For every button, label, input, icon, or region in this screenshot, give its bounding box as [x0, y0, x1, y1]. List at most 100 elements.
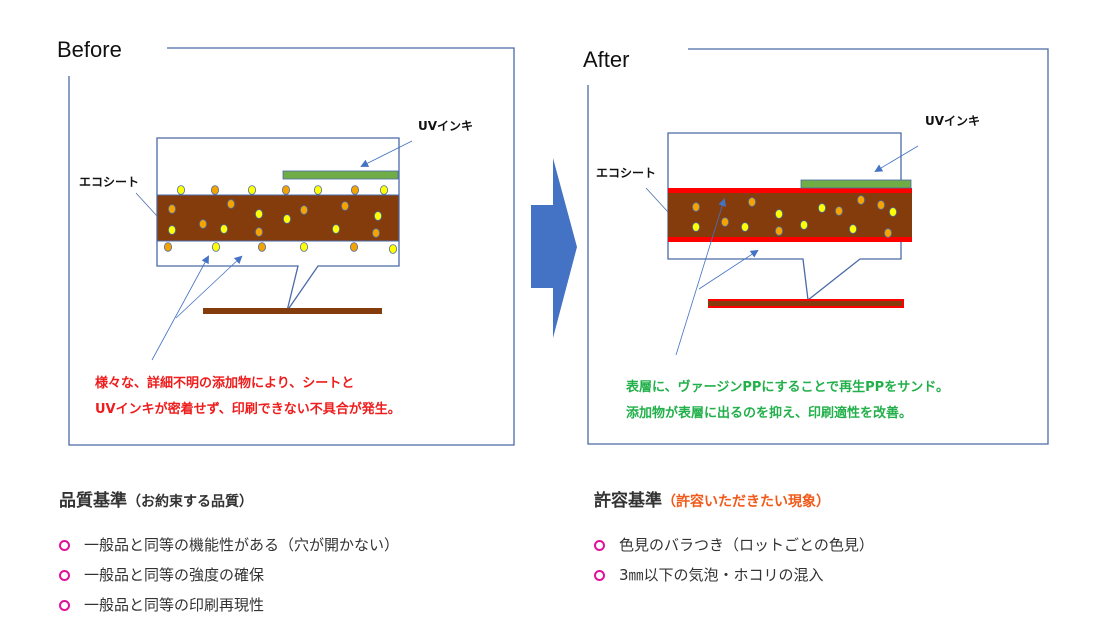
- circle-bullet-icon: [59, 539, 70, 551]
- quality-standard-heading: 品質基準（お約束する品質）: [59, 486, 253, 511]
- after-uv-leader: [874, 145, 919, 173]
- tolerance-standard-section: 許容基準（許容いただきたい現象） 色見のバラつき（ロットごとの色見） 3㎜以下の…: [594, 486, 874, 584]
- list-item-text: 色見のバラつき（ロットごとの色見）: [619, 536, 874, 554]
- after-eco-leader: [645, 187, 669, 213]
- after-virgin-layer-top: [668, 188, 912, 193]
- additive-dot: [282, 214, 291, 224]
- quality-standard-section: 品質基準（お約束する品質） 一般品と同等の機能性がある（穴が開かない） 一般品と…: [59, 486, 399, 614]
- additive-dot: [818, 203, 827, 213]
- additive-dot: [299, 242, 308, 252]
- before-uv-ink: [282, 170, 399, 180]
- before-sheet-small: [203, 308, 382, 314]
- before-eco-leader: [135, 192, 158, 217]
- list-item-text: 一般品と同等の強度の確保: [84, 566, 265, 584]
- additive-dot: [281, 185, 290, 195]
- additive-dot: [889, 207, 898, 217]
- additive-dot: [331, 224, 340, 234]
- additive-dot: [692, 202, 701, 212]
- before-uv-leader: [360, 140, 413, 167]
- additive-dot: [692, 222, 701, 232]
- after-virgin-leader-1: [675, 198, 727, 356]
- after-eco-sheet-label: エコシート: [596, 166, 657, 180]
- additive-dot: [371, 228, 380, 238]
- additive-dot: [349, 242, 358, 252]
- after-additive-dots: [692, 195, 898, 238]
- list-item: 一般品と同等の強度の確保: [59, 560, 399, 590]
- additive-dot: [800, 220, 809, 230]
- before-additive-dots: [163, 185, 397, 254]
- before-additive-leader-2: [175, 255, 243, 319]
- comparison-diagram: [68, 47, 1049, 446]
- transition-arrow: [531, 158, 577, 338]
- additive-dot: [257, 242, 266, 252]
- before-sheet: [156, 194, 400, 242]
- additive-dot: [340, 201, 349, 211]
- additive-dot: [775, 226, 784, 236]
- after-note: 表層に、ヴァージンPPにすることで再生PPをサンド。 添加物が表層に出るのを抑え…: [626, 375, 949, 427]
- list-item-text: 一般品と同等の機能性がある（穴が開かない）: [84, 536, 400, 554]
- list-item: 色見のバラつき（ロットごとの色見）: [594, 530, 874, 560]
- additive-dot: [849, 224, 858, 234]
- tolerance-standard-list: 色見のバラつき（ロットごとの色見） 3㎜以下の気泡・ホコリの混入: [594, 530, 874, 590]
- before-note: 様々な、詳細不明の添加物により、シートと UVインキが密着せず、印刷できない不具…: [95, 371, 401, 423]
- additive-dot: [388, 244, 397, 254]
- tolerance-standard-heading: 許容基準（許容いただきたい現象）: [594, 486, 830, 511]
- after-sheet-small-core: [708, 301, 902, 306]
- additive-dot: [857, 195, 866, 205]
- additive-dot: [379, 185, 388, 195]
- additive-dot: [254, 227, 263, 237]
- circle-bullet-icon: [594, 569, 605, 581]
- after-uv-ink-label: UVインキ: [925, 114, 981, 128]
- additive-dot: [299, 205, 308, 215]
- additive-dot: [163, 242, 172, 252]
- additive-dot: [313, 185, 322, 195]
- after-note-line-1: 表層に、ヴァージンPPにすることで再生PPをサンド。: [626, 380, 949, 395]
- after-frame: [587, 48, 1049, 445]
- after-virgin-leader-2: [698, 249, 759, 290]
- additive-dot: [775, 209, 784, 219]
- additive-dot: [254, 209, 263, 219]
- additive-dot: [176, 185, 185, 195]
- list-item-text: 一般品と同等の印刷再現性: [84, 596, 265, 614]
- before-frame: [68, 47, 515, 446]
- list-item: 一般品と同等の機能性がある（穴が開かない）: [59, 530, 399, 560]
- quality-standard-list: 一般品と同等の機能性がある（穴が開かない） 一般品と同等の強度の確保 一般品と同…: [59, 530, 399, 620]
- additive-dot: [247, 185, 256, 195]
- before-note-line-1: 様々な、詳細不明の添加物により、シートと: [95, 376, 355, 391]
- additive-dot: [210, 185, 219, 195]
- additive-dot: [167, 204, 176, 214]
- before-additive-leader-1: [151, 255, 209, 361]
- additive-dot: [748, 197, 757, 207]
- additive-dot: [350, 185, 359, 195]
- before-uv-ink-label: UVインキ: [418, 119, 474, 133]
- quality-standard-subtitle: （お約束する品質）: [127, 494, 253, 510]
- additive-dot: [167, 225, 176, 235]
- additive-dot: [211, 242, 220, 252]
- additive-dot: [741, 222, 750, 232]
- tolerance-standard-title: 許容基準: [594, 491, 662, 511]
- additive-dot: [226, 199, 235, 209]
- list-item-text: 3㎜以下の気泡・ホコリの混入: [619, 566, 824, 584]
- circle-bullet-icon: [59, 569, 70, 581]
- after-sheet: [668, 192, 912, 240]
- after-uv-ink: [800, 179, 912, 189]
- list-item: 3㎜以下の気泡・ホコリの混入: [594, 560, 874, 590]
- before-note-line-2: UVインキが密着せず、印刷できない不具合が発生。: [95, 402, 401, 417]
- after-title: After: [583, 47, 630, 72]
- after-virgin-layer-bottom: [668, 237, 912, 242]
- additive-dot: [835, 206, 844, 216]
- additive-dot: [198, 219, 207, 229]
- after-note-line-2: 添加物が表層に出るのを抑え、印刷適性を改善。: [626, 406, 913, 421]
- circle-bullet-icon: [594, 539, 605, 551]
- quality-standard-title: 品質基準: [59, 491, 127, 511]
- additive-dot: [373, 211, 382, 221]
- tolerance-standard-subtitle: （許容いただきたい現象）: [662, 494, 830, 510]
- before-eco-sheet-label: エコシート: [79, 175, 140, 189]
- additive-dot: [884, 228, 893, 238]
- list-item: 一般品と同等の印刷再現性: [59, 590, 399, 620]
- circle-bullet-icon: [59, 599, 70, 611]
- additive-dot: [877, 200, 886, 210]
- additive-dot: [219, 224, 228, 234]
- before-title: Before: [57, 37, 122, 62]
- additive-dot: [721, 217, 730, 227]
